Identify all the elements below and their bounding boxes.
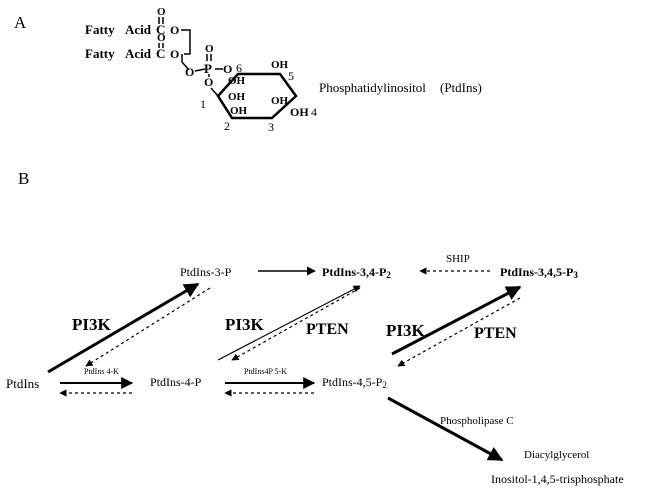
- phosphoinositide-pathway: PtdIns PtdIns-3-P PtdIns-4-P PtdIns-3,4-…: [6, 253, 624, 486]
- compound-name: Phosphatidylinositol: [319, 80, 426, 95]
- oh-c3: OH: [271, 95, 289, 107]
- node-ptdins-4-5-p2-label: PtdIns-4,5-P: [322, 375, 383, 389]
- phosphorus-atom: P: [204, 61, 212, 76]
- enzyme-pi3k-2: PI3K: [225, 315, 265, 334]
- enzyme-ship: SHIP: [446, 253, 470, 265]
- node-ptdins-3-4-5-p3-sub: 3: [573, 270, 578, 280]
- enzyme-ptdins-4k: PtdIns 4-K: [84, 367, 119, 376]
- enzyme-pten-2: PTEN: [474, 325, 517, 342]
- enzyme-pi3k-3: PI3K: [386, 321, 426, 340]
- phosphate-o-bottom: O: [204, 75, 213, 89]
- ring-number-6: 6: [236, 61, 242, 75]
- ring-number-2: 2: [224, 119, 230, 133]
- oh-c6: OH: [228, 75, 246, 87]
- carbon-1: C: [156, 22, 165, 37]
- bond-o-c1: [210, 87, 219, 97]
- node-ptdins-3-4-p2-sub: 2: [386, 270, 391, 280]
- node-ptdins-3-4-p2: PtdIns-3,4-P2: [322, 265, 391, 280]
- compound-abbrev: (PtdIns): [440, 80, 482, 95]
- fatty-label-1: Fatty: [85, 22, 115, 37]
- acid-label-2: Acid: [125, 46, 152, 61]
- fatty-label-2: Fatty: [85, 46, 115, 61]
- oh-c2b: OH: [230, 105, 248, 117]
- node-ptdins-4-5-p2-sub: 2: [382, 380, 387, 390]
- ring-number-1: 1: [200, 97, 206, 111]
- enzyme-ptdins4p-5k: PtdIns4P 5-K: [244, 367, 287, 376]
- panel-label-a: A: [14, 13, 27, 32]
- arrow-pten-345p3-to-45p2-dashed: [397, 297, 521, 367]
- enzyme-phospholipase-c: Phospholipase C: [440, 415, 514, 427]
- inositol-ring: [216, 72, 298, 120]
- glycerol-o-3: O: [185, 65, 194, 79]
- carbonyl-o-2: O: [157, 32, 166, 44]
- bond-o-p: [194, 68, 206, 72]
- product-diacylglycerol: Diacylglycerol: [524, 449, 589, 461]
- node-ptdins: PtdIns: [6, 376, 39, 391]
- glycerol-backbone: [181, 29, 191, 71]
- panel-label-b: B: [18, 169, 29, 188]
- ring-number-5: 5: [288, 69, 294, 83]
- node-ptdins-3-4-5-p3: PtdIns-3,4,5-P3: [500, 265, 578, 280]
- phosphate-o-right: O: [223, 62, 232, 76]
- carbonyl-o-1: O: [157, 6, 166, 18]
- phosphatidylinositol-structure: Fatty Acid C O O Fatty Acid C O O O P O …: [85, 6, 482, 134]
- arrow-3p-to-ptdins-dashed: [85, 287, 211, 367]
- arrow-plc-45p2-to-products: [387, 396, 504, 462]
- oh-c5: OH: [271, 59, 289, 71]
- arrow-pi3k-45p2-to-345p3: [391, 285, 522, 356]
- node-ptdins-3-4-5-p3-label: PtdIns-3,4,5-P: [500, 265, 573, 279]
- arrow-pi3k-4p-to-34p2: [217, 285, 361, 361]
- product-inositol-trisphosphate: Inositol-1,4,5-trisphosphate: [491, 472, 624, 486]
- ester-o-1: O: [170, 23, 179, 37]
- oh-c2a: OH: [228, 91, 246, 103]
- node-ptdins-3-4-p2-label: PtdIns-3,4-P: [322, 265, 386, 279]
- acid-label-1: Acid: [125, 22, 152, 37]
- node-ptdins-4-p: PtdIns-4-P: [150, 375, 202, 389]
- arrow-pten-34p2-to-4p-dashed: [231, 287, 361, 361]
- carbon-2: C: [156, 46, 165, 61]
- ring-number-4: 4: [311, 105, 317, 119]
- node-ptdins-4-5-p2: PtdIns-4,5-P2: [322, 375, 387, 390]
- arrow-pi3k-ptdins-to-3p: [47, 282, 200, 374]
- enzyme-pten-1: PTEN: [306, 321, 349, 338]
- ring-number-3: 3: [268, 120, 274, 134]
- oh-c4: OH: [290, 105, 309, 119]
- phosphoryl-o-top: O: [205, 43, 214, 55]
- node-ptdins-3-p: PtdIns-3-P: [180, 265, 232, 279]
- enzyme-pi3k-1: PI3K: [72, 315, 112, 334]
- ester-o-2: O: [170, 47, 179, 61]
